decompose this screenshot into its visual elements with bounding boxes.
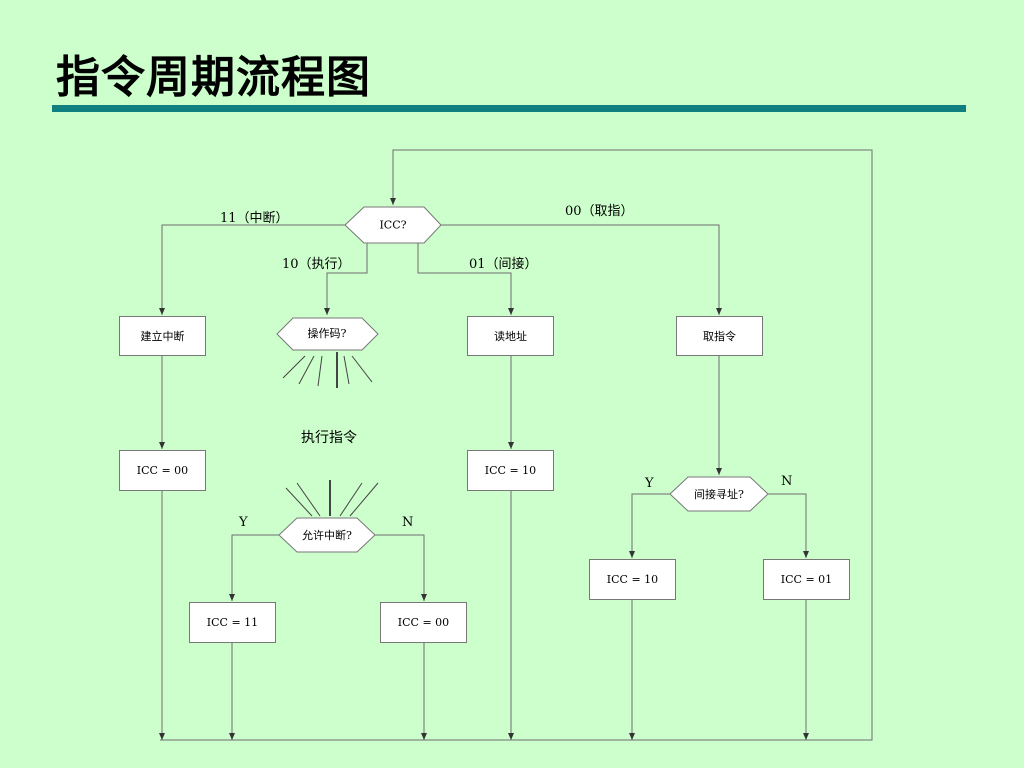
- edge-allow-yes: [229, 534, 279, 601]
- fetch-instruction-box: 取指令: [676, 316, 763, 356]
- opcode-decision-label: 操作码?: [307, 327, 347, 340]
- indirect-no-label: N: [781, 474, 793, 489]
- edge-label-11: 11（中断）: [220, 211, 289, 226]
- set-interrupt-box: 建立中断: [119, 316, 206, 356]
- edge-icc-11: [159, 224, 345, 315]
- allow-decision-shape: [278, 517, 376, 553]
- execute-instruction-label: 执行指令: [301, 430, 357, 446]
- edge-icc-01: [417, 243, 514, 315]
- allow-decision-label: 允许中断?: [302, 529, 352, 542]
- edge-label-10: 10（执行）: [282, 257, 351, 272]
- edge-indirect-no: [768, 493, 809, 558]
- icc-11-box: ICC = 11: [189, 602, 276, 643]
- edge-label-01: 01（间接）: [469, 257, 538, 272]
- loop-line: [160, 149, 873, 741]
- allow-fan-lines: [285, 480, 379, 517]
- icc-decision-shape: [344, 206, 442, 244]
- indirect-yes-label: Y: [645, 476, 654, 491]
- edge-indirect-yes: [629, 493, 670, 558]
- opcode-fan-lines: [282, 352, 373, 388]
- read-address-box: 读地址: [467, 316, 554, 356]
- interrupt-yes-label: Y: [239, 515, 248, 530]
- opcode-decision-shape: [276, 317, 379, 351]
- edge-icc-00: [441, 224, 722, 315]
- edge-label-00: 00（取指）: [565, 204, 634, 219]
- interrupt-no-label: N: [402, 515, 414, 530]
- indirect-decision-label: 间接寻址?: [694, 488, 744, 501]
- indirect-decision-shape: [669, 476, 769, 512]
- edge-allow-no: [375, 534, 427, 601]
- icc-00-bottom-box: ICC = 00: [380, 602, 467, 643]
- title-underline: [52, 105, 966, 112]
- edge-icc-10: [324, 243, 368, 315]
- icc-00-left-box: ICC = 00: [119, 450, 206, 491]
- icc-10-right-box: ICC = 10: [589, 559, 676, 600]
- icc-decision-label: ICC?: [379, 218, 407, 232]
- icc-01-box: ICC = 01: [763, 559, 850, 600]
- icc-10-mid-box: ICC = 10: [467, 450, 554, 491]
- page-title: 指令周期流程图: [56, 52, 371, 103]
